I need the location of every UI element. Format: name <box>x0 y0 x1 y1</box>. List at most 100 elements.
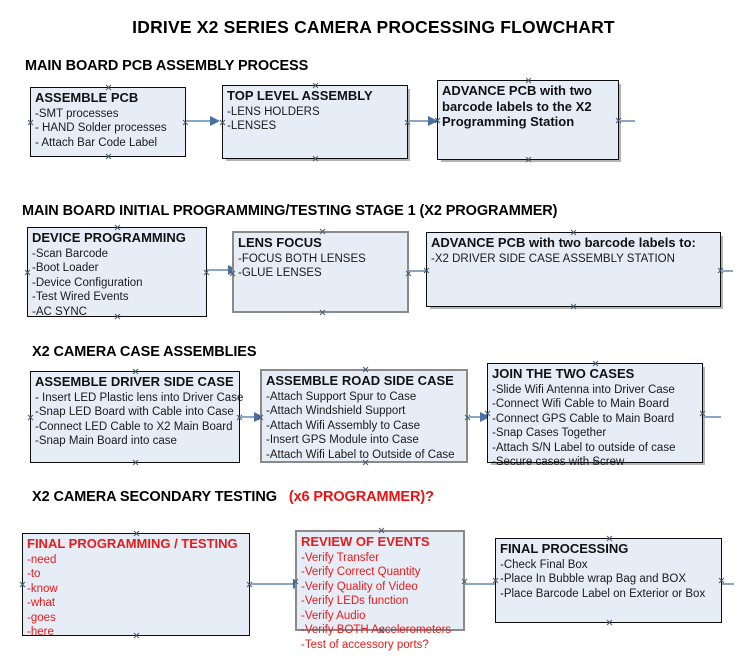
node-advance-pcb-to-driver-side-case-assembly[interactable]: ADVANCE PCB with two barcode labels to: … <box>426 232 721 307</box>
connection-handle-bottom[interactable] <box>525 156 532 163</box>
connector-stub-section4-right <box>722 583 734 585</box>
connection-handle-bottom[interactable] <box>312 155 319 162</box>
node-line: -Insert GPS Module into Case <box>266 434 419 446</box>
node-lens-focus[interactable]: LENS FOCUS -FOCUS BOTH LENSES -GLUE LENS… <box>232 231 409 313</box>
connection-handle-left[interactable] <box>27 119 34 126</box>
node-line: -Check Final Box <box>500 558 588 571</box>
connection-handle-left[interactable] <box>484 410 491 417</box>
node-line: -Scan Barcode <box>32 247 109 260</box>
connection-handle-left[interactable] <box>19 581 26 588</box>
node-assemble-pcb[interactable]: ASSEMBLE PCB -SMT processes - HAND Solde… <box>30 87 186 157</box>
node-line-overflow: -Test of accessory ports? <box>301 638 429 651</box>
connection-handle-top[interactable] <box>570 229 577 236</box>
node-line: -Attach S/N Label to outside of case <box>492 441 676 454</box>
node-line: -Verify Correct Quantity <box>301 566 421 578</box>
connection-handle-top[interactable] <box>114 224 121 231</box>
node-line: -Verify Quality of Video <box>301 580 418 593</box>
node-line: -Attach Wifi Label to Outside of Case <box>266 448 455 461</box>
node-line: -Boot Loader <box>32 262 99 274</box>
connection-handle-left[interactable] <box>219 119 226 126</box>
node-line: -know <box>27 582 58 595</box>
connection-handle-left[interactable] <box>24 269 31 276</box>
page-title: IDRIVE X2 SERIES CAMERA PROCESSING FLOWC… <box>132 17 615 37</box>
connection-handle-top[interactable] <box>362 366 369 373</box>
node-title: ASSEMBLE DRIVER SIDE CASE <box>35 374 234 389</box>
node-title: JOIN THE TWO CASES <box>492 366 635 381</box>
connection-handle-left[interactable] <box>27 414 34 421</box>
node-line: -Attach Support Spur to Case <box>266 390 417 403</box>
node-final-processing[interactable]: FINAL PROCESSING -Check Final Box -Place… <box>495 538 722 623</box>
node-line: -Verify BOTH Accelerometers <box>301 624 452 636</box>
arrow-top-level-assembly-to-advance-pcb <box>408 116 438 126</box>
arrow-road-side-case-to-join-the-two-cases <box>468 412 490 422</box>
node-review-of-events[interactable]: REVIEW OF EVENTS -Verify Transfer -Verif… <box>292 527 465 651</box>
connection-handle-top[interactable] <box>133 530 140 537</box>
connection-handle-bottom[interactable] <box>105 153 112 160</box>
connection-handle-left[interactable] <box>423 267 430 274</box>
connection-handle-top[interactable] <box>319 228 326 235</box>
node-title: DEVICE PROGRAMMING <box>32 230 186 245</box>
node-title: FINAL PROCESSING <box>500 541 629 556</box>
node-title: REVIEW OF EVENTS <box>301 534 430 549</box>
arrow-assemble-pcb-to-top-level-assembly <box>186 116 220 126</box>
node-line: -Attach Windshield Support <box>266 405 406 417</box>
node-line: -SMT processes <box>35 107 119 120</box>
node-top-level-assembly[interactable]: TOP LEVEL ASSEMBLY -LENS HOLDERS -LENSES <box>222 85 408 159</box>
connection-handle-bottom[interactable] <box>362 459 369 466</box>
connection-handle-left[interactable] <box>229 270 236 277</box>
connector-stub-section3-right <box>703 416 721 418</box>
node-line: -Snap Cases Together <box>492 427 607 439</box>
node-final-programming-testing[interactable]: FINAL PROGRAMMING / TESTING -need -to -k… <box>19 530 250 639</box>
connection-handle-bottom[interactable] <box>132 459 139 466</box>
node-line: -LENS HOLDERS <box>227 105 320 118</box>
node-title: ADVANCE PCB with two barcode labels to: <box>431 235 696 250</box>
node-advance-pcb-to-x2-programming-station[interactable]: ADVANCE PCB with two barcode labels to t… <box>437 80 619 160</box>
connection-handle-bottom[interactable] <box>592 459 599 466</box>
section-heading-x2-camera-secondary-testing: X2 CAMERA SECONDARY TESTING (x6 PROGRAMM… <box>32 489 434 505</box>
node-line: -FOCUS BOTH LENSES <box>238 252 366 265</box>
connection-handle-top[interactable] <box>105 84 112 91</box>
node-assemble-driver-side-case[interactable]: ASSEMBLE DRIVER SIDE CASE - Insert LED P… <box>27 368 243 466</box>
section-heading-main-board-pcb-assembly-process: MAIN BOARD PCB ASSEMBLY PROCESS <box>25 58 309 74</box>
connection-handle-left[interactable] <box>257 414 264 421</box>
node-line: -Verify LEDs function <box>301 595 409 607</box>
node-title: TOP LEVEL ASSEMBLY <box>227 88 373 103</box>
connection-handle-bottom[interactable] <box>606 619 613 626</box>
node-line: -Connect Wifi Cable to Main Board <box>492 398 670 410</box>
connection-handle-bottom[interactable] <box>133 632 140 639</box>
connection-handle-left[interactable] <box>492 577 499 584</box>
node-line: -Snap LED Board with Cable into Case <box>35 406 234 418</box>
connection-handle-top[interactable] <box>606 535 613 542</box>
node-line: -Verify Audio <box>301 609 366 622</box>
node-line: -X2 DRIVER SIDE CASE ASSEMBLY STATION <box>431 252 675 265</box>
connection-handle-top[interactable] <box>378 527 385 534</box>
node-line: -GLUE LENSES <box>238 267 322 279</box>
node-line: -Connect GPS Cable to Main Board <box>492 412 675 425</box>
connection-handle-bottom[interactable] <box>114 313 121 320</box>
connection-handle-top[interactable] <box>132 368 139 375</box>
connection-handle-left[interactable] <box>292 578 299 585</box>
node-line: -what <box>27 597 56 609</box>
connection-handle-top[interactable] <box>592 360 599 367</box>
node-title: ASSEMBLE PCB <box>35 90 139 105</box>
node-join-the-two-cases[interactable]: JOIN THE TWO CASES -Slide Wifi Antenna i… <box>484 360 703 468</box>
node-title: ASSEMBLE ROAD SIDE CASE <box>266 373 454 388</box>
node-line: -Attach Wifi Assembly to Case <box>266 419 421 432</box>
node-assemble-road-side-case[interactable]: ASSEMBLE ROAD SIDE CASE -Attach Support … <box>260 369 468 463</box>
node-line: -LENSES <box>227 120 277 132</box>
connector-stub-section1-right <box>619 120 635 122</box>
node-line: -Place In Bubble wrap Bag and BOX <box>500 573 687 585</box>
section-heading-main-text: X2 CAMERA SECONDARY TESTING <box>32 489 277 505</box>
node-line: - HAND Solder processes <box>35 122 167 134</box>
connection-handle-bottom[interactable] <box>570 303 577 310</box>
node-line: -Place Barcode Label on Exterior or Box <box>500 587 706 600</box>
node-line: -here <box>27 626 54 638</box>
connection-handle-top[interactable] <box>312 82 319 89</box>
connection-handle-top[interactable] <box>525 77 532 84</box>
node-device-programming[interactable]: DEVICE PROGRAMMING -Scan Barcode -Boot L… <box>24 224 207 320</box>
connection-handle-left[interactable] <box>434 117 441 124</box>
connection-handle-bottom[interactable] <box>378 627 385 634</box>
node-line: - Attach Bar Code Label <box>35 136 158 149</box>
connection-handle-bottom[interactable] <box>319 309 326 316</box>
